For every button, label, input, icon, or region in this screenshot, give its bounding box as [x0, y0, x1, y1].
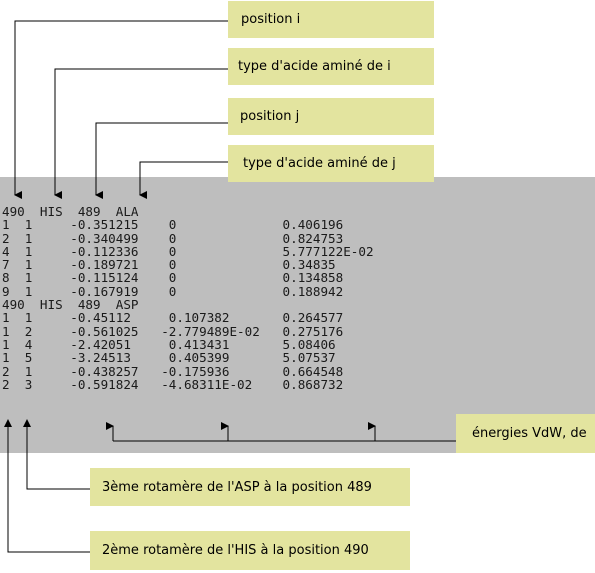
data-row: 2 1 -0.340499 0 0.824753	[2, 230, 344, 246]
label-text: type d'acide aminé de j	[243, 156, 396, 171]
label-text: 2ème rotamère de l'HIS à la position 490	[102, 543, 369, 558]
data-row: 1 2 -0.561025 -2.779489E-02 0.275176	[2, 323, 344, 339]
label-rotamer-asp: 3ème rotamère de l'ASP à la position 489	[90, 468, 410, 506]
data-row: 1 1 -0.351215 0 0.406196	[2, 217, 344, 233]
label-position-i: position i	[228, 1, 434, 38]
data-row: 2 1 -0.438257 -0.175936 0.664548	[2, 363, 344, 379]
data-row: 1 5 -3.24513 0.405399 5.07537	[2, 350, 336, 366]
data-row: 1 4 -2.42051 0.413431 5.08406	[2, 336, 336, 352]
label-text: énergies VdW, de	[472, 426, 587, 441]
data-panel	[0, 177, 595, 453]
label-text: position i	[241, 12, 301, 27]
data-row: 9 1 -0.167919 0 0.188942	[2, 283, 344, 299]
data-row: 1 1 -0.45112 0.107382 0.264577	[2, 310, 344, 326]
label-position-j: position j	[228, 98, 434, 135]
data-row: 4 1 -0.112336 0 5.777122E-02	[2, 243, 374, 259]
label-energies: énergies VdW, de	[456, 414, 595, 453]
label-text: 3ème rotamère de l'ASP à la position 489	[102, 479, 372, 495]
label-type-j: type d'acide aminé de j	[228, 145, 434, 182]
pair-header-his-asp: 490 HIS 489 ASP	[2, 297, 139, 313]
data-row: 2 3 -0.591824 -4.68311E-02 0.868732	[2, 376, 344, 392]
data-row: 8 1 -0.115124 0 0.134858	[2, 270, 344, 286]
data-row: 7 1 -0.189721 0 0.34835	[2, 257, 336, 273]
label-text: position j	[240, 109, 300, 124]
label-type-i: type d'acide aminé de i	[228, 48, 434, 85]
label-rotamer-his: 2ème rotamère de l'HIS à la position 490	[90, 531, 410, 570]
label-text-main: type d'acide aminé	[238, 59, 363, 74]
pair-header-his-ala: 490 HIS 489 ALA	[2, 204, 139, 219]
arrow-position-i	[14, 20, 228, 199]
label-text-rest: de i	[362, 59, 391, 74]
